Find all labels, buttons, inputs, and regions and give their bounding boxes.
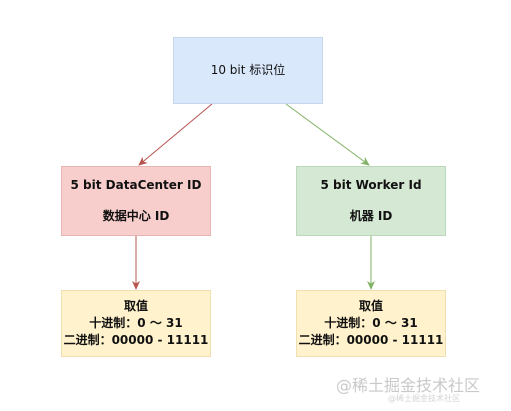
edge-root-to-datacenter <box>138 103 213 166</box>
worker-range-binary: 二进制：00000 - 11111 <box>298 333 444 347</box>
datacenter-range-heading: 取值 <box>123 299 148 313</box>
datacenter-title: 5 bit DataCenter ID <box>70 178 202 192</box>
datacenter-subtitle: 数据中心 ID <box>102 209 170 223</box>
root-label: 10 bit 标识位 <box>210 63 286 77</box>
datacenter-range-decimal: 十进制：0 ～ 31 <box>89 316 183 330</box>
watermark-sub: @稀土掘金技术社区 <box>388 394 460 403</box>
root-node: 10 bit 标识位 <box>173 37 323 104</box>
datacenter-range-binary: 二进制：00000 - 11111 <box>63 333 209 347</box>
datacenter-range-node: 取值 十进制：0 ～ 31 二进制：00000 - 11111 <box>61 290 211 357</box>
worker-node: 5 bit Worker Id 机器 ID <box>296 166 446 236</box>
worker-subtitle: 机器 ID <box>349 209 393 223</box>
datacenter-node: 5 bit DataCenter ID 数据中心 ID <box>61 166 211 236</box>
watermark: @稀土掘金技术社区 <box>336 376 481 395</box>
worker-range-decimal: 十进制：0 ～ 31 <box>324 316 418 330</box>
worker-title: 5 bit Worker Id <box>320 178 422 192</box>
worker-range-heading: 取值 <box>358 299 383 313</box>
worker-range-node: 取值 十进制：0 ～ 31 二进制：00000 - 11111 <box>296 290 446 357</box>
edge-root-to-worker <box>285 103 370 166</box>
